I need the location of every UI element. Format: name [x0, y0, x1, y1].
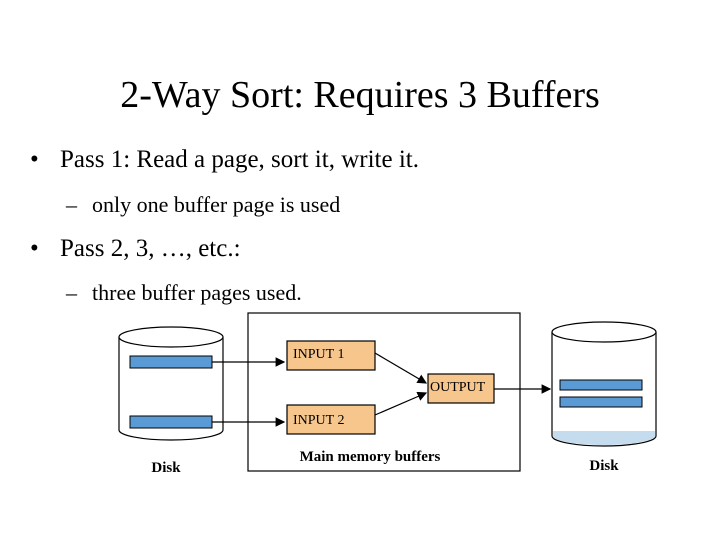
arrow-input-1-to-output — [374, 352, 428, 384]
slide-title: 2-Way Sort: Requires 3 Buffers — [120, 74, 600, 116]
bullet-pass-1-text: Pass 1: Read a page, sort it, write it. — [60, 146, 419, 173]
sub-bullet-pass-2: –three buffer pages used. — [66, 280, 302, 306]
bullet-pass-2: • Pass 2, 3, …, etc.: — [30, 234, 241, 264]
disk-page — [559, 396, 643, 408]
main-memory-label: Main memory buffers — [300, 449, 441, 465]
sub-bullet-pass-2-text: three buffer pages used. — [92, 280, 302, 305]
left-disk-label: Disk — [151, 460, 181, 476]
bullet-pass-2-text: Pass 2, 3, …, etc.: — [60, 235, 241, 262]
disk-page — [129, 415, 213, 429]
bullet-pass-1: • Pass 1: Read a page, sort it, write it. — [30, 145, 419, 175]
disk-fill — [553, 431, 655, 445]
input-2-label: INPUT 2 — [293, 413, 344, 428]
bullet-glyph: • — [30, 235, 39, 262]
sort-buffer-diagram: Disk Main memory buffers INPUT 1 INPUT 2… — [118, 312, 657, 476]
dash-glyph: – — [66, 192, 77, 217]
bullet-glyph: • — [30, 146, 39, 173]
left-disk: Disk — [118, 326, 224, 476]
right-disk: Disk — [551, 321, 657, 474]
output-label: OUTPUT — [430, 380, 486, 395]
dash-glyph: – — [66, 280, 77, 305]
output-buffer: OUTPUT — [427, 373, 495, 404]
input-1-label: INPUT 1 — [293, 347, 344, 362]
sub-bullet-pass-1: –only one buffer page is used — [66, 192, 340, 218]
input-2-buffer: INPUT 2 — [286, 404, 376, 435]
right-disk-label: Disk — [589, 458, 619, 474]
disk-page — [559, 379, 643, 391]
input-1-buffer: INPUT 1 — [286, 340, 376, 371]
disk-page — [129, 355, 213, 369]
arrow-input-2-to-output — [374, 391, 428, 416]
sub-bullet-pass-1-text: only one buffer page is used — [92, 192, 341, 217]
